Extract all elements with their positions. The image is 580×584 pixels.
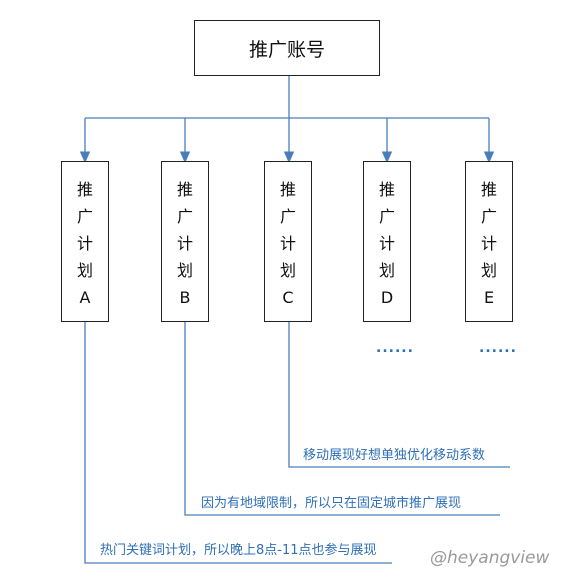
plan-char: 广: [279, 207, 296, 226]
plan-char: 推: [378, 180, 395, 199]
note-plan-a: 热门关键词计划，所以晚上8点-11点也参与展现: [100, 543, 377, 558]
plan-char: 计: [378, 234, 395, 253]
note-line-c: [288, 322, 510, 468]
plan-node-e: 推 广 计 划 E: [465, 161, 513, 322]
plan-char: 计: [176, 234, 193, 253]
plan-node-b: 推 广 计 划 B: [161, 161, 209, 322]
root-node-account: 推广账号: [194, 20, 380, 76]
plan-char: 推: [176, 180, 193, 199]
plan-char: E: [483, 288, 495, 307]
plan-char: 划: [378, 261, 395, 280]
ellipsis-d: ......: [376, 340, 414, 356]
note-plan-c: 移动展现好想单独优化移动系数: [303, 448, 486, 463]
plan-char: 广: [176, 207, 193, 226]
plan-char: 划: [279, 261, 296, 280]
plan-char: C: [282, 288, 294, 307]
plan-node-a: 推 广 计 划 A: [61, 161, 109, 322]
plan-char: 广: [378, 207, 395, 226]
plan-char: 广: [480, 207, 497, 226]
plan-char: 推: [76, 180, 93, 199]
plan-char: 划: [480, 261, 497, 280]
plan-char: 计: [279, 234, 296, 253]
plan-char: 划: [176, 261, 193, 280]
plan-char: 推: [279, 180, 296, 199]
plan-node-c: 推 广 计 划 C: [264, 161, 312, 322]
plan-char: B: [179, 288, 191, 307]
plan-char: D: [380, 288, 394, 307]
plan-char: 计: [76, 234, 93, 253]
watermark: @heyangview: [430, 548, 550, 568]
plan-char: A: [79, 288, 91, 307]
ellipsis-e: ......: [479, 340, 517, 356]
root-label: 推广账号: [248, 38, 325, 61]
plan-node-d: 推 广 计 划 D: [363, 161, 411, 322]
note-plan-b: 因为有地域限制，所以只在固定城市推广展现: [201, 496, 462, 511]
note-line-a: [84, 322, 392, 564]
note-line-b: [184, 322, 500, 516]
plan-char: 计: [480, 234, 497, 253]
plan-char: 广: [76, 207, 93, 226]
plan-char: 推: [480, 180, 497, 199]
plan-char: 划: [76, 261, 93, 280]
